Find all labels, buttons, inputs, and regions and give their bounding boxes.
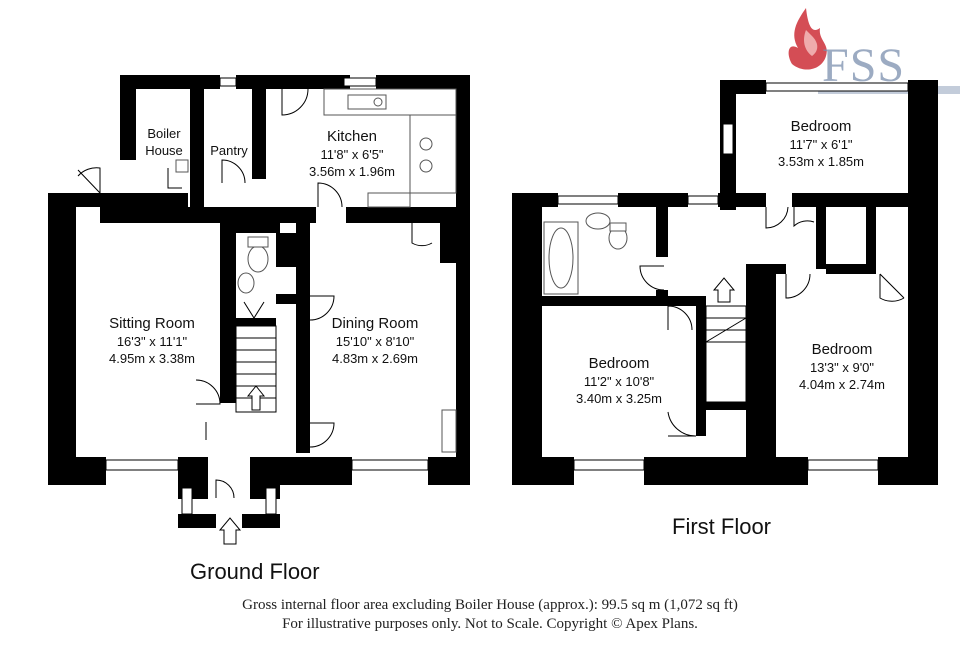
- ground-floor-windows: [105, 77, 429, 515]
- room-label-sitting: Sitting Room 16'3" x 11'1" 4.95m x 3.38m: [92, 315, 212, 367]
- room-name: Sitting Room: [109, 315, 195, 332]
- bathroom-fixtures: [543, 212, 628, 295]
- room-label-bedroom-right: Bedroom 13'3" x 9'0" 4.04m x 2.74m: [788, 341, 896, 393]
- logo-text: FSS: [822, 39, 906, 92]
- room-name: Pantry: [210, 143, 248, 158]
- room-name: Bedroom: [588, 355, 650, 372]
- room-label-bedroom-rear: Bedroom 11'7" x 6'1" 3.53m x 1.85m: [766, 118, 876, 170]
- first-floor-stairs: [705, 277, 747, 403]
- room-dimensions-imperial: 16'3" x 11'1": [116, 334, 188, 349]
- ground-floor-stairs: [218, 325, 277, 545]
- room-dimensions-metric: 3.40m x 3.25m: [576, 391, 662, 406]
- room-dimensions-imperial: 15'10" x 8'10": [335, 334, 415, 349]
- room-label-dining: Dining Room 15'10" x 8'10" 4.83m x 2.69m: [316, 315, 434, 367]
- room-name: Kitchen: [326, 128, 378, 145]
- room-dimensions-imperial: 13'3" x 9'0": [809, 360, 875, 375]
- kitchen-fixtures: [175, 88, 457, 453]
- room-label-pantry: Pantry: [204, 141, 254, 159]
- room-dimensions-imperial: 11'2" x 10'8": [583, 374, 655, 389]
- room-dimensions-metric: 3.53m x 1.85m: [778, 154, 864, 169]
- first-floor-doors: [639, 206, 905, 437]
- room-dimensions-metric: 4.04m x 2.74m: [799, 377, 885, 392]
- room-dimensions-metric: 4.83m x 2.69m: [332, 351, 418, 366]
- room-dimensions-metric: 3.56m x 1.96m: [309, 164, 395, 179]
- room-label-kitchen: Kitchen 11'8" x 6'5" 3.56m x 1.96m: [300, 128, 404, 180]
- first-floor-walls: [512, 80, 938, 485]
- room-name: Bedroom: [811, 341, 873, 358]
- first-floor-windows: [557, 82, 909, 471]
- room-label-boiler: Boiler House: [138, 125, 190, 159]
- room-name: Dining Room: [331, 315, 419, 332]
- room-name: Boiler House: [145, 126, 183, 158]
- room-dimensions-imperial: 11'7" x 6'1": [789, 137, 853, 152]
- logo-flame-icon: [788, 8, 827, 70]
- footer-copyright: For illustrative purposes only. Not to S…: [282, 616, 698, 632]
- room-dimensions-metric: 4.95m x 3.38m: [109, 351, 195, 366]
- ground-floor-doors: [77, 88, 433, 499]
- room-dimensions-imperial: 11'8" x 6'5": [320, 147, 384, 162]
- first-floor-title: First Floor: [672, 514, 771, 539]
- room-name: Bedroom: [790, 118, 852, 135]
- room-label-bedroom-left: Bedroom 11'2" x 10'8" 3.40m x 3.25m: [566, 355, 672, 407]
- footer-area-note: Gross internal floor area excluding Boil…: [242, 597, 738, 613]
- ground-floor-title: Ground Floor: [190, 559, 320, 584]
- ground-floor-walls: [48, 75, 470, 528]
